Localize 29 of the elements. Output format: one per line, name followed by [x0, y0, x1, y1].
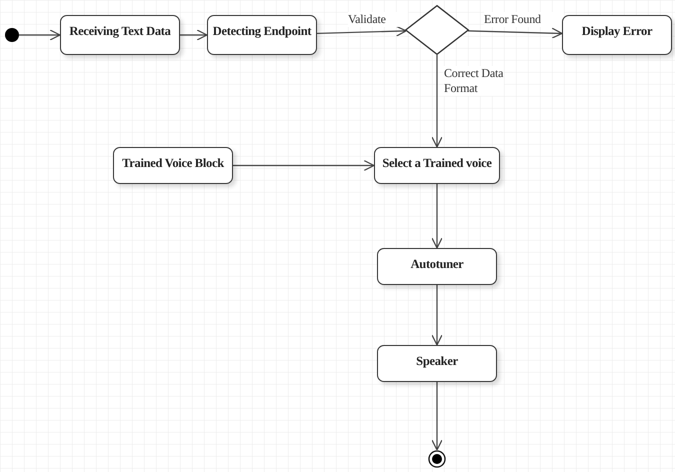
arrow — [431, 55, 443, 148]
arrow — [468, 28, 563, 39]
arrow — [431, 184, 443, 249]
end-node — [428, 450, 446, 468]
activity-box — [377, 248, 497, 285]
edge-label: Error Found — [484, 12, 564, 27]
arrow — [180, 29, 208, 41]
start-node — [5, 28, 19, 42]
activity-label: Detecting Endpoint — [212, 24, 312, 38]
activity-box — [207, 15, 317, 55]
activity-box — [374, 147, 500, 184]
activity-label: Trained Voice Block — [122, 156, 224, 170]
activity-box — [562, 15, 672, 55]
activity-box — [377, 345, 497, 382]
arrow — [431, 285, 443, 346]
activity-label: Display Error — [582, 24, 652, 38]
arrow — [19, 29, 61, 41]
edge-label: Validate — [348, 12, 408, 27]
arrow — [431, 382, 443, 451]
activity-label: Receiving Text Data — [69, 24, 171, 38]
arrow — [316, 26, 407, 37]
activity-box — [113, 147, 233, 184]
activity-label: Speaker — [416, 354, 458, 368]
edge-label: Correct Data Format — [444, 66, 504, 96]
arrow — [233, 160, 375, 172]
decision-diamond — [405, 5, 469, 55]
activity-label: Select a Trained voice — [382, 156, 492, 170]
activity-label: Autotuner — [410, 257, 464, 271]
activity-box — [60, 15, 180, 55]
